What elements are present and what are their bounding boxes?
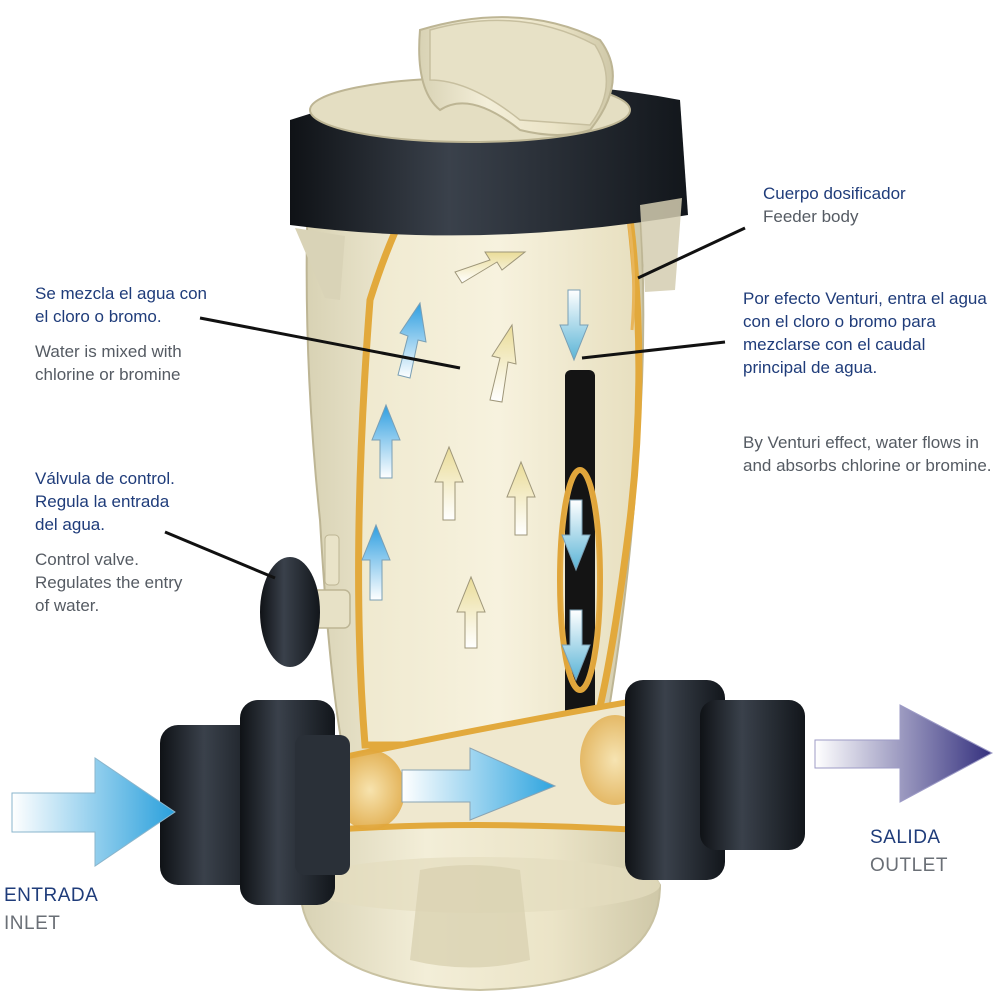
venturi-label-es-1: Por efecto Venturi, entra el agua — [743, 289, 987, 308]
valve-label-es-1: Válvula de control. — [35, 469, 175, 488]
mix-leader-line — [199, 316, 461, 370]
callout-lines — [164, 226, 746, 580]
inlet-label-en: INLET — [4, 913, 61, 934]
venturi-leader-line — [581, 340, 726, 360]
venturi-label-es-3: mezclarse con el caudal — [743, 335, 926, 354]
body-label-es: Cuerpo dosificador — [763, 184, 906, 203]
outlet-label-es: SALIDA — [870, 827, 941, 848]
outlet-arrow — [814, 704, 994, 803]
body-label-en: Feeder body — [763, 207, 859, 226]
venturi-label: Por efecto Venturi, entra el agua con el… — [743, 287, 992, 477]
outlet-fitting — [625, 680, 805, 880]
valve-leader-line — [164, 530, 276, 580]
inlet-fitting — [160, 700, 350, 905]
inlet-label-es: ENTRADA — [4, 885, 99, 906]
flow-arrows-blue — [361, 301, 427, 601]
mix-label: Se mezcla el agua con el cloro o bromo. … — [35, 282, 207, 386]
valve-label-en-3: of water. — [35, 596, 100, 615]
feeder-base — [298, 819, 662, 992]
mix-label-es-1: Se mezcla el agua con — [35, 284, 207, 303]
venturi-label-en-2: and absorbs chlorine or bromine. — [743, 456, 992, 475]
venturi-label-es-2: con el cloro o bromo para — [743, 312, 936, 331]
control-valve-knob — [260, 534, 351, 667]
valve-label-en-2: Regulates the entry — [35, 573, 183, 592]
valve-label-es-3: del agua. — [35, 515, 105, 534]
venturi-label-en-1: By Venturi effect, water flows in — [743, 433, 979, 452]
lid-cover — [429, 19, 607, 126]
inlet-arrow — [11, 757, 176, 867]
valve-label-es-2: Regula la entrada — [35, 492, 170, 511]
valve-label-en-1: Control valve. — [35, 550, 139, 569]
body-label: Cuerpo dosificador Feeder body — [763, 182, 906, 228]
outlet-label-en: OUTLET — [870, 855, 948, 876]
mix-label-en-2: chlorine or bromine — [35, 365, 181, 384]
venturi-label-es-4: principal de agua. — [743, 358, 878, 377]
valve-label: Válvula de control. Regula la entrada de… — [35, 467, 182, 617]
flow-arrows-down — [559, 289, 591, 682]
flow-arrow-horizontal — [401, 747, 557, 821]
body-leader-line — [637, 226, 746, 280]
flow-arrows-yellow — [434, 251, 536, 649]
mix-label-es-2: el cloro o bromo. — [35, 307, 162, 326]
mix-label-en-1: Water is mixed with — [35, 342, 182, 361]
